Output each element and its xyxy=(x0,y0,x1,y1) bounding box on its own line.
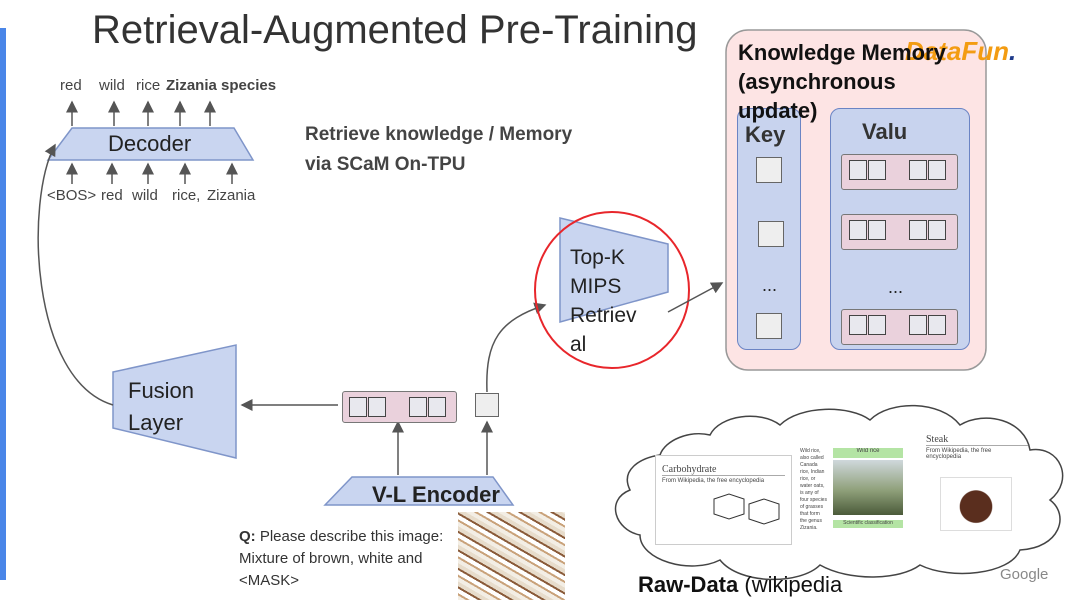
rice-image xyxy=(458,512,565,600)
value-ellipsis: ... xyxy=(888,277,904,297)
topk-line3: Retriev xyxy=(570,304,637,327)
decoder-input-bos: <BOS> xyxy=(47,187,97,204)
wiki-card-carbohydrate: Carbohydrate From Wikipedia, the free en… xyxy=(655,455,792,545)
fusion-layer-label: Fusion Layer xyxy=(128,375,194,439)
wiki-card2-header: Wild rice xyxy=(833,448,903,458)
fusion-line1: Fusion xyxy=(128,378,195,403)
vl-encoder-shape xyxy=(323,476,515,506)
retrieve-note-line2: via SCaM On-TPU xyxy=(305,154,466,175)
retrieve-note-line1: Retrieve knowledge / Memory xyxy=(305,124,573,145)
decoder-label: Decoder xyxy=(108,131,192,156)
cls-token xyxy=(475,393,499,417)
question-line1: Please describe this image: xyxy=(255,528,444,545)
raw-data-bold: Raw-Data xyxy=(638,572,739,597)
steak-photo xyxy=(940,477,1012,531)
value-label: Valu xyxy=(862,119,908,144)
topk-label: Top-K MIPS Retriev al xyxy=(570,243,637,359)
topk-line1: Top-K xyxy=(570,246,625,269)
wildrice-photo xyxy=(833,460,903,515)
question-line3: <MASK> xyxy=(239,572,300,589)
raw-data-label: Raw-Data (wikipedia xyxy=(638,572,842,598)
value-row xyxy=(841,309,958,345)
wiki-card2-footer: Scientific classification xyxy=(833,520,903,528)
topk-highlight-circle xyxy=(534,211,690,369)
wiki-card3-sub: From Wikipedia, the free encyclopedia xyxy=(926,448,992,460)
fusion-to-decoder-arrow xyxy=(37,143,114,406)
wiki-card3-title: Steak xyxy=(926,434,1028,446)
key-label: Key xyxy=(745,122,786,147)
datafun-logo: DataFun. xyxy=(905,36,1017,66)
decoder-output-rice: rice xyxy=(136,77,161,94)
question-line2: Mixture of brown, white and xyxy=(239,550,423,567)
fusion-line2: Layer xyxy=(128,410,184,435)
decoder-input-rice: rice, xyxy=(172,187,201,204)
question-prefix: Q: xyxy=(239,528,256,545)
value-row xyxy=(841,154,958,190)
knowledge-memory-title: Knowledge Memory (asynchronous update) xyxy=(738,38,946,125)
google-watermark: Google xyxy=(1000,566,1049,583)
decoder-output-red: red xyxy=(60,77,82,94)
retrieve-note: Retrieve knowledge / Memory via SCaM On-… xyxy=(305,120,572,180)
decoder-input-red: red xyxy=(101,187,123,204)
key-ellipsis: ... xyxy=(762,275,778,295)
value-row xyxy=(841,214,958,250)
decoder-output-arrows xyxy=(66,100,216,126)
km-line3: update) xyxy=(738,98,818,123)
key-cell xyxy=(756,313,782,339)
decoder-input-wild: wild xyxy=(132,187,158,204)
left-accent-bar xyxy=(0,28,6,580)
fusion-layer-shape xyxy=(112,344,237,459)
question-text: Q: Please describe this image: Mixture o… xyxy=(239,526,443,592)
topk-line4: al xyxy=(570,333,587,356)
key-cell xyxy=(758,221,784,247)
decoder-input-zizania: Zizania xyxy=(207,187,256,204)
vl-encoder-label: V-L Encoder xyxy=(372,482,500,507)
wiki-card1-sub: From Wikipedia, the free encyclopedia xyxy=(662,478,765,484)
wiki-card-wildrice: Wild rice, also called Canada rice, Indi… xyxy=(800,448,910,558)
slide-title: Retrieval-Augmented Pre-Training xyxy=(92,8,698,52)
wiki-card2-side: Wild rice, also called Canada rice, Indi… xyxy=(800,448,827,531)
molecule-icon xyxy=(713,493,780,525)
decoder-shape xyxy=(46,127,255,161)
km-line2: (asynchronous xyxy=(738,69,896,94)
topk-shape xyxy=(559,217,669,323)
wiki-card1-title: Carbohydrate xyxy=(662,464,785,476)
km-line1: Knowledge Memory xyxy=(738,40,946,65)
decoder-output-zizania: Zizania species xyxy=(166,77,277,94)
encoder-token-row xyxy=(342,391,457,423)
topk-to-memory-arrow xyxy=(667,282,724,313)
raw-data-rest: (wikipedia xyxy=(738,572,843,597)
key-cell xyxy=(756,157,782,183)
wiki-card-steak: Steak From Wikipedia, the free encyclope… xyxy=(922,432,1032,537)
decoder-input-arrows xyxy=(66,162,238,184)
topk-line2: MIPS xyxy=(570,275,622,298)
decoder-output-wild: wild xyxy=(99,77,125,94)
cls-to-topk-arrow xyxy=(486,302,547,393)
